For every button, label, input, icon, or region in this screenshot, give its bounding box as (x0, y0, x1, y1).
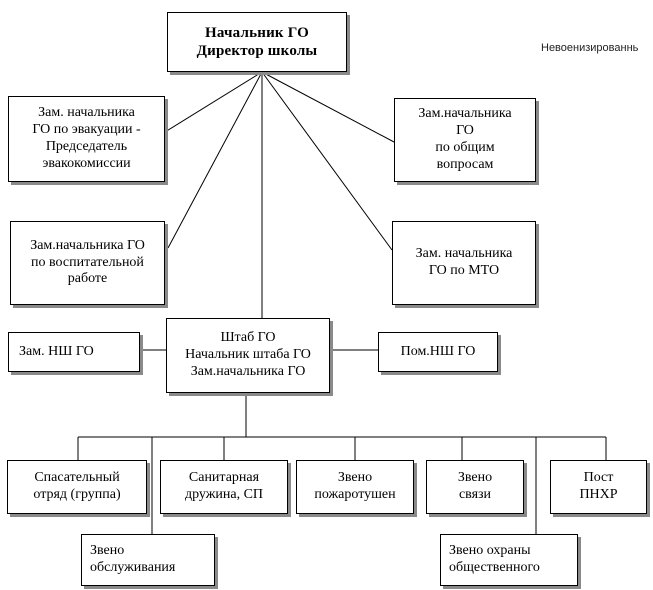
node-firefighting-unit-label: Звено пожаротушен (314, 470, 396, 502)
node-rescue-unit-label: Спасательный отряд (группа) (33, 470, 121, 502)
node-deputy-mto-label: Зам. начальника ГО по МТО (415, 246, 513, 278)
node-staff-label: Штаб ГО Начальник штаба ГО Зам.начальник… (185, 330, 311, 379)
node-deputy-education-label: Зам.начальника ГО по воспитательной рабо… (30, 237, 145, 287)
side-note-text: Невоенизированнь (541, 42, 639, 54)
node-service-unit-label: Звено обслуживания (90, 543, 176, 575)
node-head-of-civil-defense: Начальник ГО Директор школы (167, 12, 347, 72)
node-public-order-unit-label: Звено охраны общественного (449, 543, 540, 575)
node-deputy-chief-of-staff: Зам. НШ ГО (8, 332, 140, 372)
node-pnhr-post: Пост ПНХР (550, 460, 647, 514)
node-deputy-evacuation: Зам. начальника ГО по эвакуации - Предсе… (8, 96, 165, 182)
node-assistant-chief-of-staff-label: Пом.НШ ГО (400, 343, 476, 359)
node-assistant-chief-of-staff: Пом.НШ ГО (378, 332, 498, 372)
node-communications-unit: Звено связи (426, 460, 524, 514)
node-communications-unit-label: Звено связи (457, 470, 493, 502)
node-sanitary-team: Санитарная дружина, СП (160, 460, 288, 514)
node-pnhr-post-label: Пост ПНХР (579, 470, 618, 502)
node-deputy-general: Зам.начальника ГО по общим вопросам (394, 98, 536, 182)
node-sanitary-team-label: Санитарная дружина, СП (184, 470, 264, 502)
node-deputy-chief-of-staff-label: Зам. НШ ГО (19, 343, 94, 359)
node-service-unit: Звено обслуживания (81, 534, 215, 586)
node-rescue-unit: Спасательный отряд (группа) (7, 460, 147, 514)
node-staff: Штаб ГО Начальник штаба ГО Зам.начальник… (166, 318, 330, 393)
node-deputy-evacuation-label: Зам. начальника ГО по эвакуации - Предсе… (32, 105, 141, 171)
node-firefighting-unit: Звено пожаротушен (296, 460, 414, 514)
node-deputy-general-label: Зам.начальника ГО по общим вопросам (418, 106, 512, 172)
node-deputy-education: Зам.начальника ГО по воспитательной рабо… (10, 221, 165, 305)
node-head-label: Начальник ГО Директор школы (196, 25, 318, 59)
node-public-order-unit: Звено охраны общественного (440, 534, 578, 586)
node-deputy-mto: Зам. начальника ГО по МТО (392, 221, 536, 305)
